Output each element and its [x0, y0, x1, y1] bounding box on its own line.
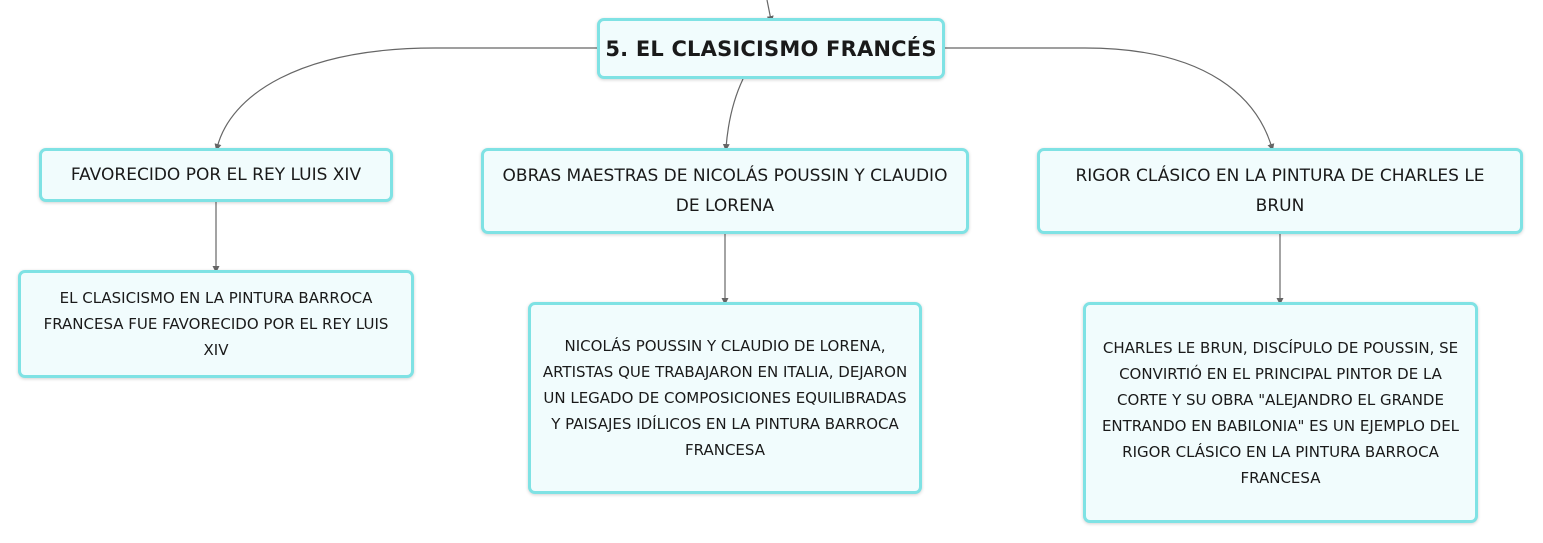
- connector-root-branch-1: [214, 47, 597, 151]
- branch-node-2[interactable]: OBRAS MAESTRAS DE NICOLÁS POUSSIN Y CLAU…: [481, 148, 969, 234]
- branch-node-3[interactable]: RIGOR CLÁSICO EN LA PINTURA DE CHARLES L…: [1037, 148, 1523, 234]
- branch-node-1[interactable]: FAVORECIDO POR EL REY LUIS XIV: [39, 148, 393, 202]
- incoming-connector: [766, 0, 774, 23]
- detail-node-3-text: CHARLES LE BRUN, DISCÍPULO DE POUSSIN, S…: [1101, 338, 1460, 487]
- detail-node-2-text: NICOLÁS POUSSIN Y CLAUDIO DE LORENA, ART…: [542, 337, 908, 459]
- branch-node-3-label: RIGOR CLÁSICO EN LA PINTURA DE CHARLES L…: [1075, 166, 1485, 216]
- detail-node-1[interactable]: EL CLASICISMO EN LA PINTURA BARROCA FRAN…: [18, 270, 414, 378]
- branch-node-2-label: OBRAS MAESTRAS DE NICOLÁS POUSSIN Y CLAU…: [502, 166, 948, 216]
- connector-root-branch-3: [945, 47, 1275, 151]
- branch-node-1-label: FAVORECIDO POR EL REY LUIS XIV: [70, 165, 362, 185]
- detail-node-1-text: EL CLASICISMO EN LA PINTURA BARROCA FRAN…: [43, 289, 389, 359]
- root-node-label: 5. EL CLASICISMO FRANCÉS: [605, 36, 937, 61]
- detail-node-2[interactable]: NICOLÁS POUSSIN Y CLAUDIO DE LORENA, ART…: [528, 302, 922, 494]
- detail-node-3[interactable]: CHARLES LE BRUN, DISCÍPULO DE POUSSIN, S…: [1083, 302, 1478, 523]
- connector-root-branch-2: [722, 78, 744, 151]
- root-node[interactable]: 5. EL CLASICISMO FRANCÉS: [597, 18, 945, 79]
